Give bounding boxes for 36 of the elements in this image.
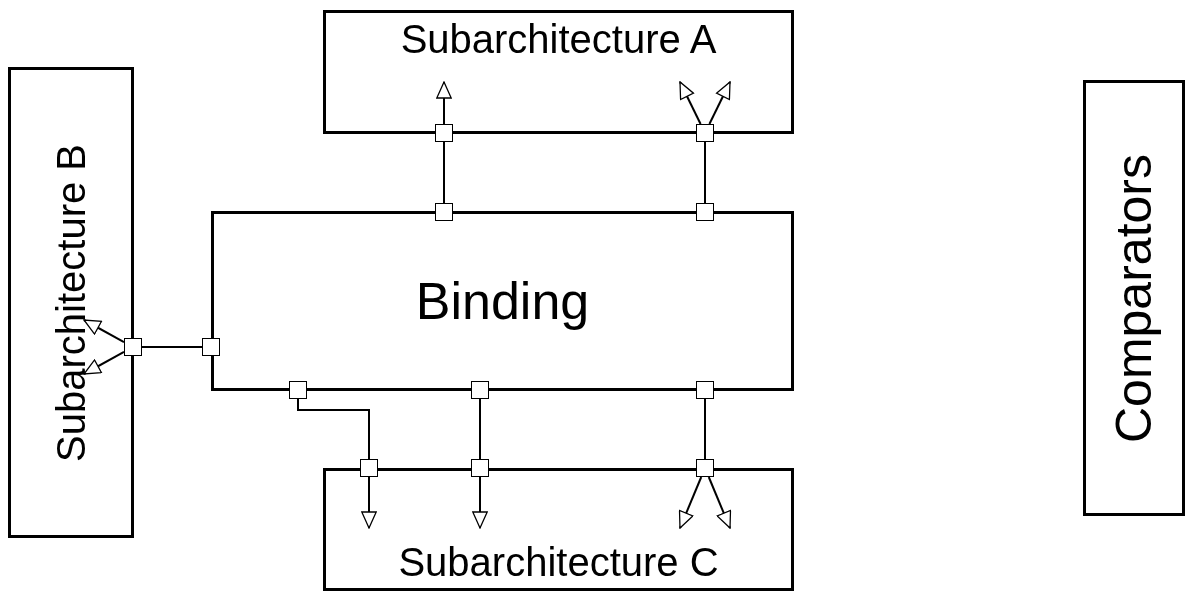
port-square — [471, 381, 489, 399]
port-square — [696, 124, 714, 142]
connector-line — [141, 346, 203, 348]
component-box — [211, 211, 794, 391]
box-title: Subarchitecture C — [398, 542, 719, 582]
port-square — [435, 203, 453, 221]
port-square — [696, 459, 714, 477]
arrow — [707, 476, 732, 529]
component-box — [323, 468, 794, 591]
box-title: Comparators — [1109, 153, 1159, 443]
connector-line — [479, 398, 481, 460]
port-square — [202, 338, 220, 356]
port-square — [124, 338, 142, 356]
port-square — [696, 381, 714, 399]
arrow — [436, 81, 452, 125]
connector-line — [443, 141, 445, 204]
arrow — [83, 319, 125, 344]
box-title: Subarchitecture B — [51, 143, 91, 462]
port-square — [696, 203, 714, 221]
port-square — [360, 459, 378, 477]
arrow — [679, 81, 702, 125]
arrow — [361, 476, 377, 529]
box-title: Subarchitecture A — [400, 19, 717, 59]
component-box — [1083, 80, 1185, 516]
arrow — [472, 476, 488, 529]
connector-line — [297, 398, 370, 460]
component-box — [323, 10, 794, 134]
connector-line — [704, 141, 706, 204]
component-box — [8, 67, 134, 538]
port-square — [471, 459, 489, 477]
connector-line — [704, 398, 706, 460]
arrow — [83, 350, 125, 375]
arrow — [708, 81, 731, 125]
port-square — [435, 124, 453, 142]
arrow — [678, 476, 703, 529]
port-square — [289, 381, 307, 399]
